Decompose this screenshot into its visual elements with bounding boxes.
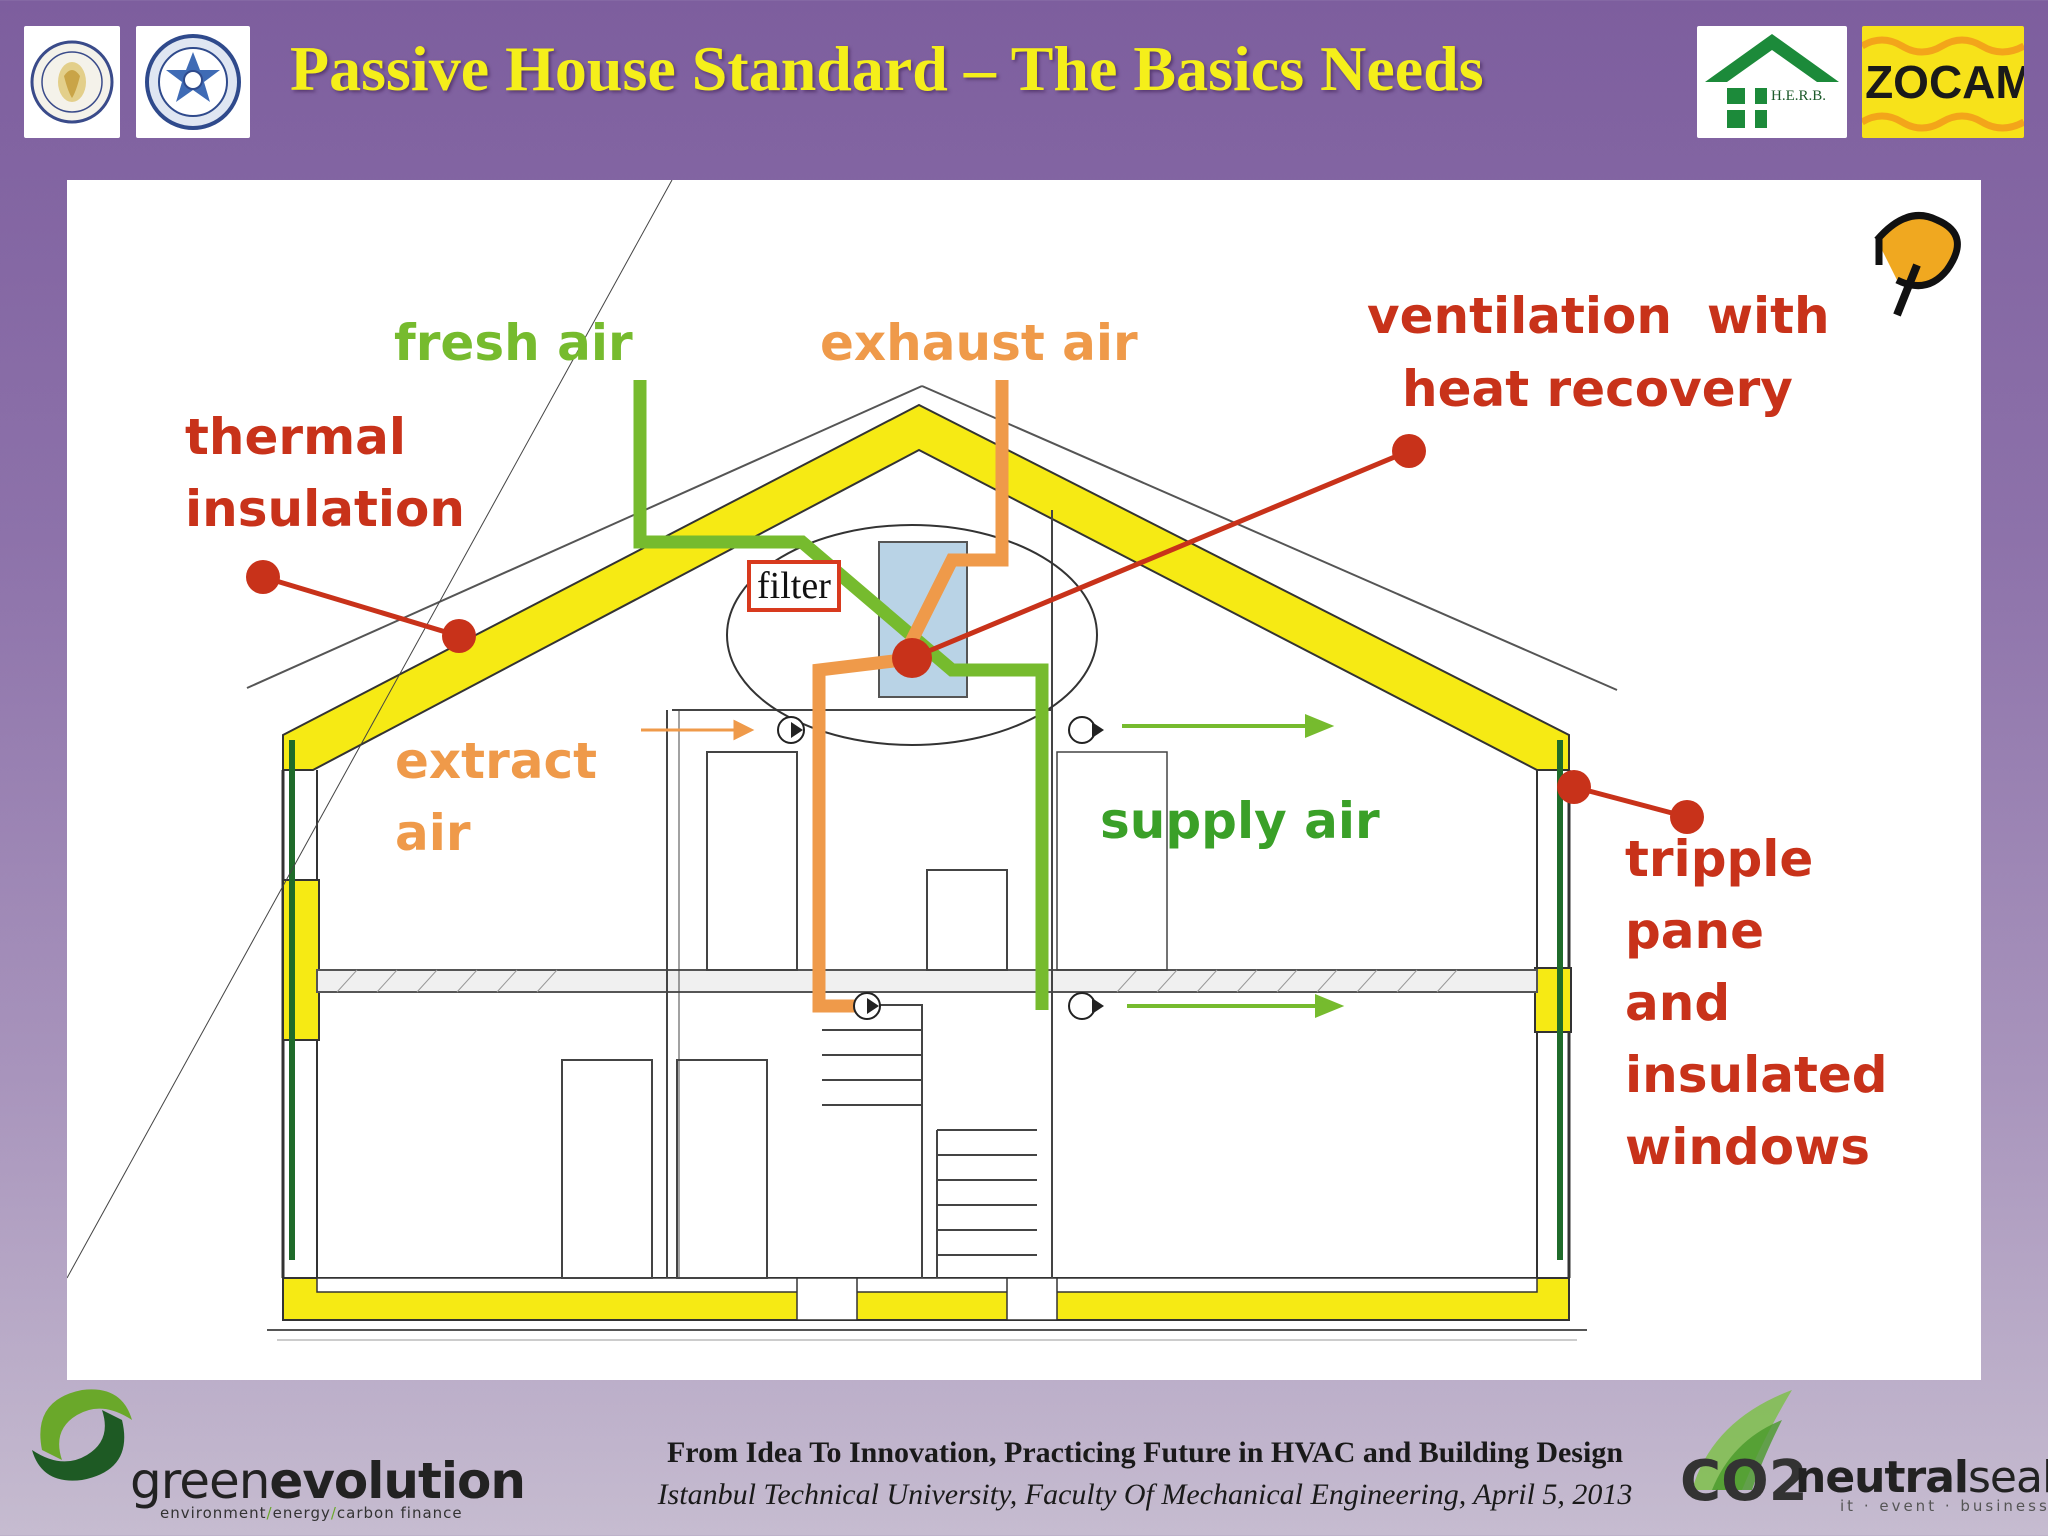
co2-leaf-icon: CO2 — [1680, 1390, 1808, 1510]
right-wall-insulation — [1534, 967, 1572, 1033]
neutralseal-bold: neutral — [1795, 1452, 1969, 1503]
door-upper — [706, 751, 798, 971]
izocam-logo-text: İZOCAM — [1862, 56, 2024, 108]
izocam-logo: İZOCAM — [1862, 26, 2024, 138]
supply-arrow-upper — [1122, 714, 1335, 738]
supply-arrow-lower — [1127, 994, 1345, 1018]
windows-label-line1: tripple — [1625, 830, 1814, 888]
left-wall-insulation — [282, 879, 320, 1041]
footer-event-title: From Idea To Innovation, Practicing Futu… — [666, 1436, 1623, 1469]
extract-air-label-line1: extract — [395, 732, 598, 790]
hrv-highlight-ellipse — [726, 524, 1098, 746]
ventilation-label-line1: ventilation with — [1367, 287, 1830, 345]
extract-valve-lower — [853, 992, 881, 1020]
thermal-label-line1: thermal — [185, 408, 407, 466]
footer-event-venue: Istanbul Technical University, Faculty O… — [657, 1478, 1633, 1511]
pointer-ventilation — [892, 434, 1426, 678]
ventilation-label-line2: heat recovery — [1402, 360, 1793, 418]
greenevolution-swirl-icon — [32, 1389, 132, 1481]
windows-label-line5: windows — [1625, 1118, 1871, 1176]
supply-valve-upper — [1068, 716, 1104, 744]
windows-label-line3: and — [1625, 974, 1731, 1032]
pointer-thermal — [246, 560, 476, 653]
supply-valve-lower — [1068, 992, 1104, 1020]
greenevolution-bold: evolution — [269, 1452, 526, 1510]
greenevolution-light: green — [130, 1452, 270, 1510]
door-lower-2 — [676, 1059, 768, 1279]
neutralseal-light: seal — [1968, 1452, 2048, 1503]
exhaust-air-label: exhaust air — [820, 314, 1138, 372]
windows-label-line2: pane — [1625, 902, 1765, 960]
slide-title: Passive House Standard – The Basics Need… — [290, 33, 1484, 104]
greenevolution-wordmark: greenevolution — [130, 1452, 526, 1510]
supply-air-label: supply air — [1100, 792, 1380, 850]
windows-label-line4: insulated — [1625, 1046, 1888, 1104]
door-lower-1 — [561, 1059, 653, 1279]
filter-label: filter — [747, 560, 841, 612]
tag-carbon-finance: carbon finance — [336, 1504, 463, 1522]
university-seal-logo — [24, 26, 120, 138]
neutralseal-wordmark: neutralseal — [1795, 1452, 2048, 1503]
greenevolution-tagline: environment/energy/carbon finance — [160, 1504, 463, 1522]
tag-environment: environment — [160, 1504, 267, 1522]
co2-text: CO2 — [1680, 1449, 1808, 1510]
extract-arrow — [641, 719, 755, 741]
tag-energy: energy — [272, 1504, 331, 1522]
staircase — [822, 869, 1037, 1278]
neutralseal-tagline: it · event · business — [1840, 1497, 2048, 1515]
passivhaus-logo — [1874, 212, 1961, 317]
engineering-society-seal-logo — [136, 26, 250, 138]
diagram-panel: fresh air exhaust air ventilation with h… — [67, 180, 1981, 1380]
pointer-windows — [1557, 770, 1704, 834]
fresh-air-label: fresh air — [394, 314, 633, 372]
extract-valve-upper — [777, 716, 805, 744]
fresh-air-duct — [633, 380, 1049, 1010]
thermal-label-line2: insulation — [185, 480, 465, 538]
herb-logo-text: H.E.R.B. — [1771, 88, 1826, 104]
house-section-diagram — [67, 180, 1961, 1341]
herb-logo: H.E.R.B. — [1697, 26, 1847, 138]
extract-air-label-line2: air — [395, 804, 471, 862]
